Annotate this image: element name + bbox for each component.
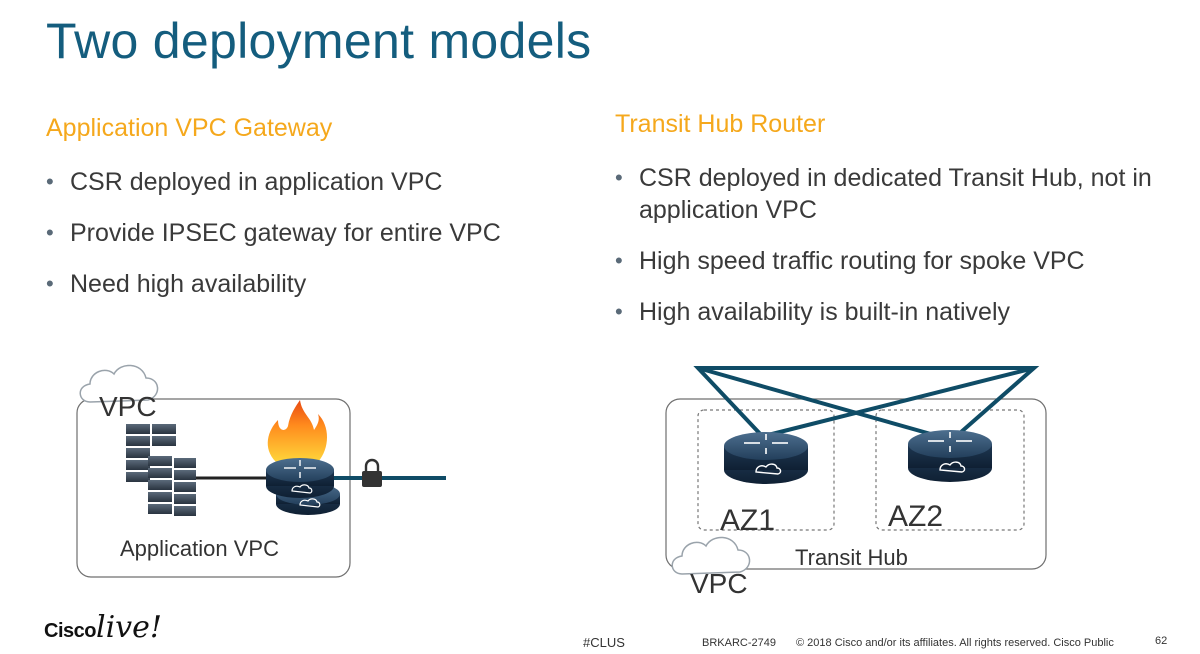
lock-icon — [362, 458, 382, 487]
transit-hub-label: Transit Hub — [795, 545, 908, 570]
cisco-live-logo: Ciscolive! — [44, 610, 162, 645]
router-icon — [266, 458, 334, 498]
footer-copyright: © 2018 Cisco and/or its affiliates. All … — [796, 637, 1114, 649]
right-vpc-label: VPC — [690, 568, 748, 599]
page-title: Two deployment models — [46, 13, 592, 69]
az2-label: AZ2 — [888, 500, 943, 533]
list-item: High availability is built-in natively — [615, 296, 1175, 328]
router-icon — [908, 430, 992, 482]
list-item: High speed traffic routing for spoke VPC — [615, 245, 1175, 277]
footer-session: BRKARC-2749 — [702, 637, 776, 649]
right-bullet-list: CSR deployed in dedicated Transit Hub, n… — [615, 162, 1175, 347]
list-item: CSR deployed in application VPC — [46, 166, 586, 198]
az2-zone — [875, 409, 1025, 531]
right-heading: Transit Hub Router — [615, 110, 826, 138]
application-vpc-label: Application VPC — [120, 536, 279, 561]
transit-links — [693, 366, 1040, 442]
cloud-icon — [79, 364, 159, 403]
list-item: Provide IPSEC gateway for entire VPC — [46, 217, 586, 249]
list-item: Need high availability — [46, 268, 586, 300]
footer-hashtag: #CLUS — [583, 635, 625, 650]
router-icon — [724, 432, 808, 484]
server-rack-icon — [126, 424, 196, 516]
left-vpc-label: VPC — [99, 391, 157, 422]
az1-label: AZ1 — [720, 504, 775, 537]
left-heading: Application VPC Gateway — [46, 114, 333, 142]
footer-page-number: 62 — [1155, 635, 1168, 647]
left-bullet-list: CSR deployed in application VPC Provide … — [46, 166, 586, 319]
az1-zone — [697, 409, 835, 531]
logo-text-live: live! — [95, 610, 162, 645]
cloud-icon — [671, 536, 751, 575]
firewall-flame-icon — [267, 400, 327, 462]
logo-text-cisco: Cisco — [44, 620, 96, 642]
list-item: CSR deployed in dedicated Transit Hub, n… — [615, 162, 1175, 226]
